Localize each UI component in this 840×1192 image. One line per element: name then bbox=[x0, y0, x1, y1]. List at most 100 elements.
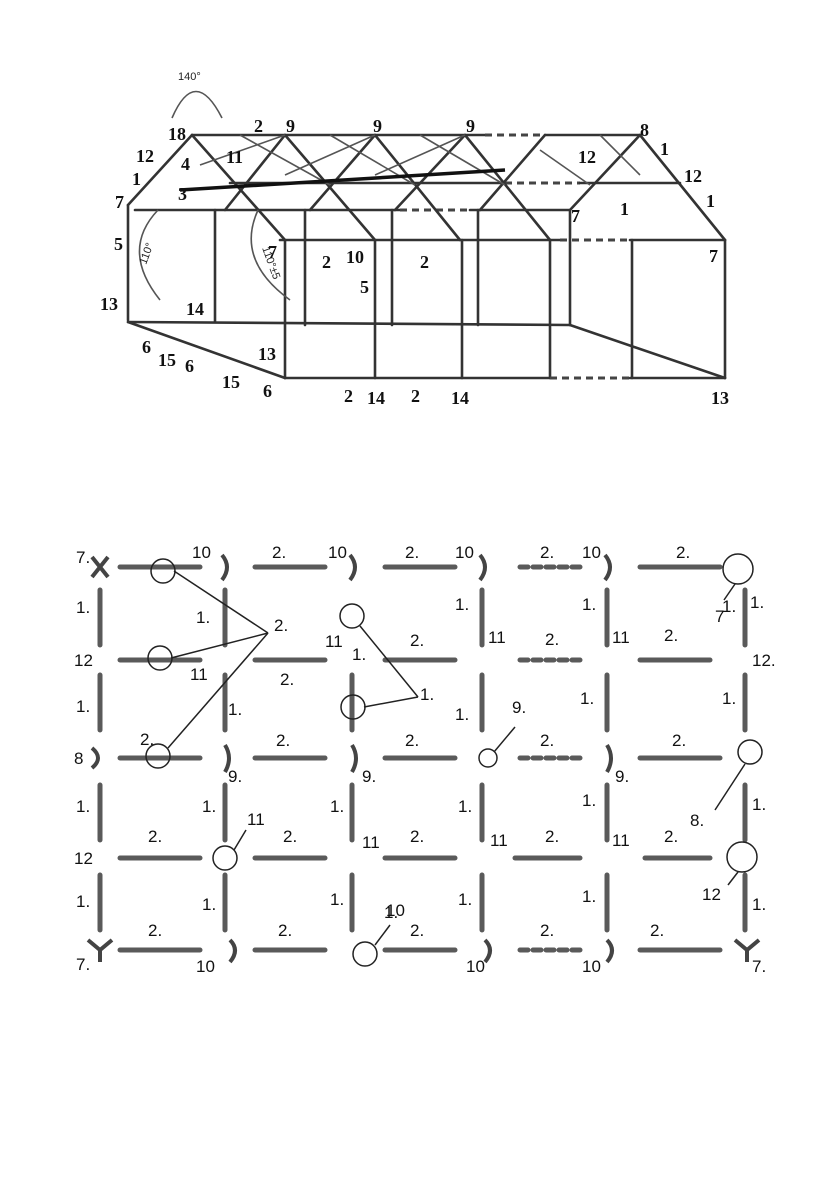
plan-label: 8. bbox=[690, 811, 704, 830]
plan-label: 12. bbox=[752, 651, 776, 670]
part-label: 2 bbox=[411, 386, 420, 406]
plan-label: 1. bbox=[750, 593, 764, 612]
part-label: 12 bbox=[578, 147, 596, 167]
plan-label: 9. bbox=[512, 698, 526, 717]
plan-label: 9. bbox=[228, 767, 242, 786]
part-label: 7 bbox=[709, 246, 718, 266]
part-label: 2 bbox=[322, 252, 331, 272]
plan-label: 10 bbox=[196, 957, 215, 976]
plan-label: 2. bbox=[545, 827, 559, 846]
plan-label: 8 bbox=[74, 749, 83, 768]
part-label: 1 bbox=[660, 139, 669, 159]
plan-label: 12 bbox=[702, 885, 721, 904]
plan-label: 2. bbox=[410, 827, 424, 846]
plan-label: 1. bbox=[228, 700, 242, 719]
part-label: 1 bbox=[132, 169, 141, 189]
part-label: 14 bbox=[186, 299, 204, 319]
part-label: 2 bbox=[420, 252, 429, 272]
plan-label: 1. bbox=[330, 890, 344, 909]
part-label: 15 bbox=[158, 350, 176, 370]
plan-label: 1. bbox=[76, 797, 90, 816]
part-label: 7 bbox=[115, 192, 124, 212]
part-label: 2 bbox=[344, 386, 353, 406]
part-label: 13 bbox=[100, 294, 118, 314]
plan-label: 11 bbox=[612, 831, 630, 850]
part-label: 15 bbox=[222, 372, 240, 392]
part-label: 13 bbox=[711, 388, 729, 408]
plan-label: 2. bbox=[148, 921, 162, 940]
part-label: 3 bbox=[178, 184, 187, 204]
plan-label: 12 bbox=[74, 651, 93, 670]
part-label: 5 bbox=[114, 234, 123, 254]
plan-label: 2. bbox=[272, 543, 286, 562]
plan-label: 10 bbox=[386, 901, 405, 920]
plan-label: 7 bbox=[715, 607, 724, 626]
plan-label: 1. bbox=[330, 797, 344, 816]
plan-label: 1. bbox=[722, 597, 736, 616]
plan-label: 2. bbox=[672, 731, 686, 750]
plan-label: 11 bbox=[362, 833, 380, 852]
plan-label: 1. bbox=[582, 887, 596, 906]
part-label: 9 bbox=[373, 116, 382, 136]
part-label: 9 bbox=[466, 116, 475, 136]
plan-label: 2. bbox=[664, 626, 678, 645]
part-label: 7 bbox=[268, 242, 277, 262]
plan-label: 2. bbox=[664, 827, 678, 846]
plan-label: 1. bbox=[722, 689, 736, 708]
plan-label: 2. bbox=[274, 616, 288, 635]
part-label: 1 bbox=[706, 191, 715, 211]
plan-label: 10 bbox=[466, 957, 485, 976]
frame-3d-diagram: 140° 110° 110°±5 18 2 9 9 9 8 1 12 4 11 … bbox=[100, 71, 729, 408]
part-label: 10 bbox=[346, 247, 364, 267]
plan-label: 10 bbox=[328, 543, 347, 562]
plan-label: 11 bbox=[247, 810, 265, 829]
plan-label: 9. bbox=[615, 767, 629, 786]
part-label: 9 bbox=[286, 116, 295, 136]
angle-label-top: 140° bbox=[178, 71, 201, 83]
plan-label: 1. bbox=[455, 705, 469, 724]
plan-label: 11 bbox=[490, 831, 508, 850]
plan-label: 2. bbox=[276, 731, 290, 750]
plan-label: 11 bbox=[190, 665, 208, 684]
plan-label: 1. bbox=[76, 598, 90, 617]
plan-label: 11 bbox=[612, 628, 630, 647]
plan-label: 10 bbox=[192, 543, 211, 562]
part-label: 12 bbox=[684, 166, 702, 186]
plan-label: 2. bbox=[278, 921, 292, 940]
plan-label: 7. bbox=[76, 548, 90, 567]
part-label: 6 bbox=[185, 356, 194, 376]
plan-label: 2. bbox=[410, 921, 424, 940]
plan-label: 11 bbox=[488, 628, 506, 647]
part-label: 14 bbox=[367, 388, 385, 408]
plan-label: 1. bbox=[580, 689, 594, 708]
plan-label: 2. bbox=[280, 670, 294, 689]
plan-label: 9. bbox=[362, 767, 376, 786]
plan-label: 2. bbox=[540, 921, 554, 940]
plan-label: 1. bbox=[455, 595, 469, 614]
part-label: 18 bbox=[168, 124, 186, 144]
plan-label: 1. bbox=[76, 697, 90, 716]
plan-label: 1. bbox=[752, 895, 766, 914]
plan-label: 2. bbox=[650, 921, 664, 940]
plan-label: 1. bbox=[420, 685, 434, 704]
plan-label: 1. bbox=[76, 892, 90, 911]
plan-label: 2. bbox=[540, 731, 554, 750]
part-label: 5 bbox=[360, 277, 369, 297]
plan-label: 1. bbox=[384, 903, 398, 922]
plan-label: 2. bbox=[283, 827, 297, 846]
plan-label: 2. bbox=[405, 543, 419, 562]
part-label: 1 bbox=[620, 199, 629, 219]
part-label: 8 bbox=[640, 120, 649, 140]
plan-label: 11 bbox=[325, 632, 343, 651]
plan-label: 1. bbox=[202, 895, 216, 914]
part-label: 7 bbox=[571, 206, 580, 226]
part-label: 2 bbox=[254, 116, 263, 136]
part-label: 6 bbox=[142, 337, 151, 357]
part-label: 11 bbox=[226, 147, 243, 167]
plan-label: 2. bbox=[540, 543, 554, 562]
plan-label: 2. bbox=[405, 731, 419, 750]
plan-label: 1. bbox=[582, 595, 596, 614]
plan-label: 1. bbox=[582, 791, 596, 810]
part-label: 12 bbox=[136, 146, 154, 166]
plan-label: 7. bbox=[76, 955, 90, 974]
